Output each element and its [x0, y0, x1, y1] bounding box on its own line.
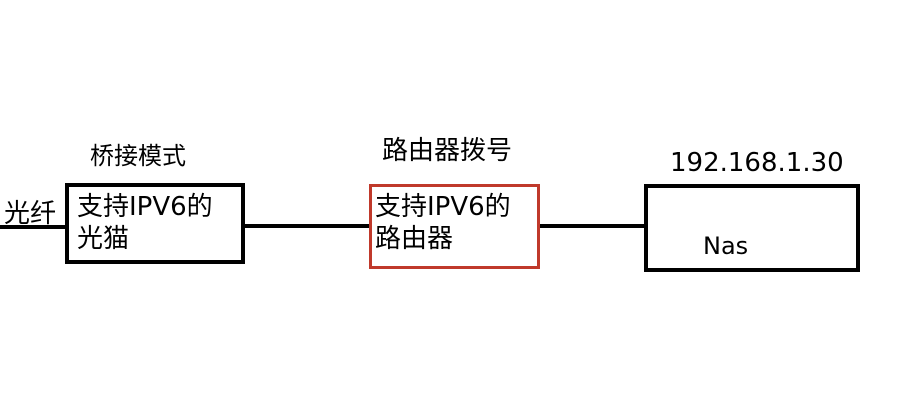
router-mode-label: 路由器拨号	[382, 136, 513, 166]
fiber-label: 光纤	[4, 199, 57, 229]
nas-text: Nas	[703, 232, 749, 260]
nas-box: Nas	[644, 184, 860, 272]
modem-text: 支持IPV6的 光猫	[77, 192, 213, 254]
modem-router-line	[244, 224, 371, 228]
modem-box: 支持IPV6的 光猫	[65, 183, 245, 264]
router-text: 支持IPV6的 路由器	[375, 192, 511, 254]
router-nas-line	[538, 224, 646, 228]
modem-mode-label: 桥接模式	[90, 142, 186, 170]
router-box: 支持IPV6的 路由器	[369, 184, 540, 269]
fiber-line	[0, 225, 66, 229]
nas-ip-label: 192.168.1.30	[670, 148, 844, 178]
